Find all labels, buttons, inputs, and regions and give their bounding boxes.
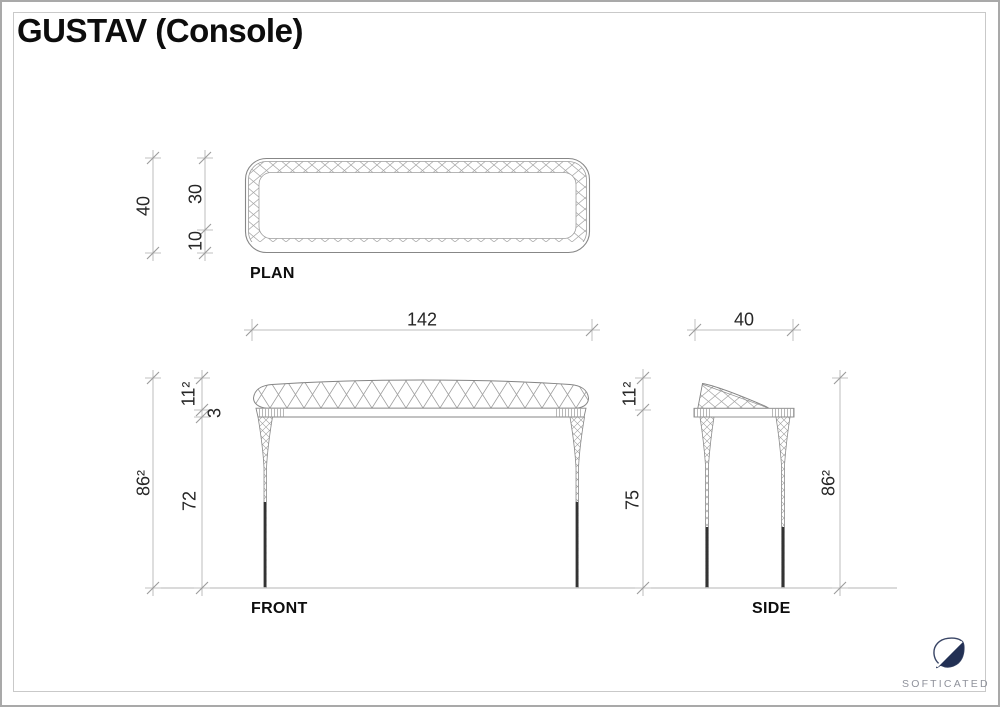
softicated-logo-text: SOFTICATED [902, 678, 990, 690]
dim-side-depth-line [687, 319, 801, 341]
dim-front-height-line [145, 370, 161, 596]
softicated-logo-icon [933, 637, 965, 669]
dim-front-apron: 3 [204, 407, 225, 419]
dim-front-top-thickness: 11² [178, 381, 199, 407]
dim-plan-depth-total: 40 [133, 195, 154, 217]
front-view-label: FRONT [251, 600, 308, 617]
dim-front-height-total: 86² [133, 469, 154, 497]
page-title: GUSTAV (Console) [17, 12, 303, 49]
plan-view-label: PLAN [250, 265, 295, 282]
dim-front-split-line [194, 370, 210, 596]
dim-side-leg-height: 75 [622, 489, 643, 511]
dim-front-width: 142 [406, 309, 438, 330]
dim-side-height-line [832, 370, 848, 596]
page-inner-border [13, 12, 986, 692]
front-view [252, 379, 590, 588]
dim-side-top-thickness: 11² [619, 381, 640, 407]
plan-view [244, 157, 591, 254]
side-view [693, 382, 795, 588]
side-view-label: SIDE [752, 600, 791, 617]
dim-plan-depth-total-line [145, 150, 161, 261]
dim-side-split-line [635, 369, 651, 596]
dim-side-height-total: 86² [818, 469, 839, 497]
dim-plan-depth-top: 30 [185, 183, 206, 205]
dim-front-leg-clearance: 72 [179, 490, 200, 512]
dim-plan-depth-split-line [197, 150, 213, 261]
dimension-lines [145, 150, 848, 596]
dim-plan-depth-front: 10 [185, 230, 206, 252]
dim-side-depth: 40 [733, 309, 755, 330]
dim-front-width-line [244, 319, 600, 341]
